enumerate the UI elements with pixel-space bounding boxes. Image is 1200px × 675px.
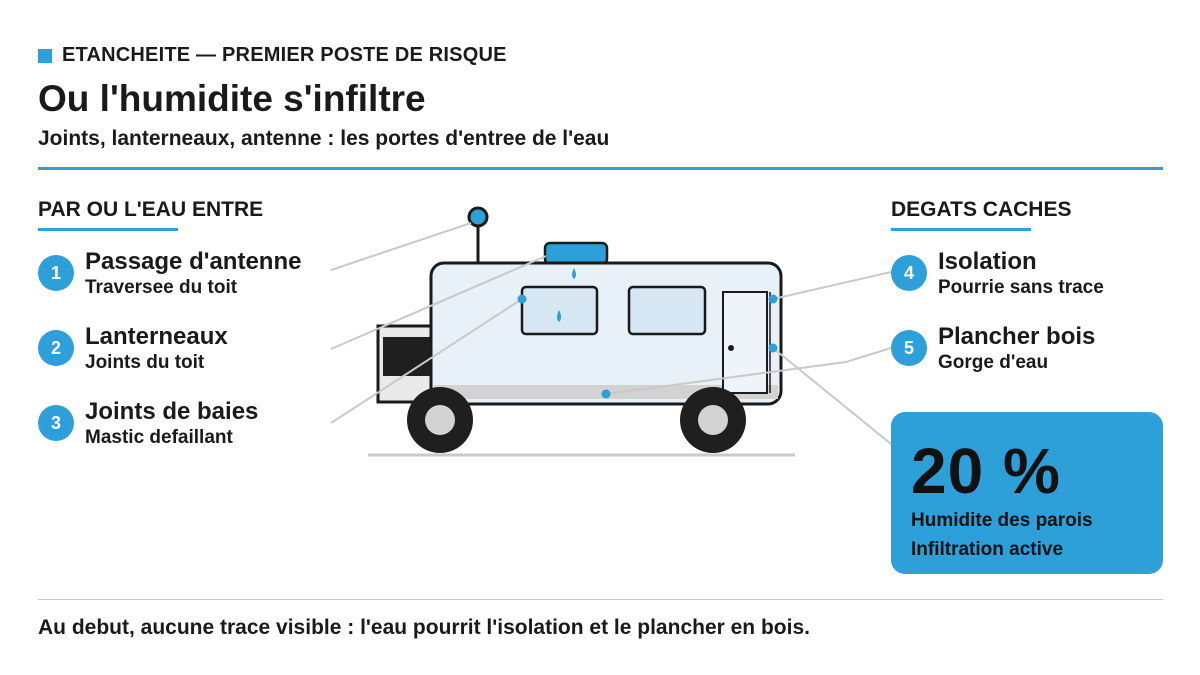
damage-detail: Pourrie sans trace — [938, 277, 1104, 298]
damage-label: Plancher bois — [938, 323, 1096, 350]
marker-dot — [601, 389, 611, 399]
window-left — [520, 285, 599, 336]
left-section-underline — [38, 228, 178, 231]
marker-dot — [517, 294, 527, 304]
footer-note: Au debut, aucune trace visible : l'eau p… — [38, 616, 810, 639]
right-section-underline — [891, 228, 1031, 231]
damage-detail: Gorge d'eau — [938, 352, 1049, 373]
entry-point-3: 3 Joints de baies Mastic defaillant — [38, 398, 258, 450]
damage-label: Isolation — [938, 248, 1037, 275]
leader-line-callout — [772, 347, 892, 445]
leader-line-3 — [330, 298, 523, 424]
entry-point-detail: Traversee du toit — [85, 277, 238, 298]
marker-dot — [768, 294, 778, 304]
header-divider — [38, 167, 1163, 170]
number-badge: 4 — [891, 255, 927, 291]
entry-point-label: Joints de baies — [85, 398, 259, 425]
page-subtitle: Joints, lanterneaux, antenne : les porte… — [38, 127, 610, 150]
entry-point-detail: Joints du toit — [85, 352, 205, 373]
damage-item-4: 4 Isolation Pourrie sans trace — [891, 248, 1104, 300]
leader-line-4 — [772, 271, 892, 300]
skylight-icon — [543, 241, 609, 266]
window-right — [627, 285, 707, 336]
stat-value: 20 % — [911, 435, 1061, 507]
left-section-title: PAR OU L'EAU ENTRE — [38, 198, 263, 231]
stat-label-1: Humidite des parois — [911, 510, 1093, 531]
stat-callout: 20 % Humidite des parois Infiltration ac… — [891, 412, 1163, 574]
water-drop-icon — [572, 268, 576, 279]
entry-point-1: 1 Passage d'antenne Traversee du toit — [38, 248, 301, 300]
footer-divider — [38, 599, 1163, 600]
number-badge: 3 — [38, 405, 74, 441]
right-section-title-text: DEGATS CACHES — [891, 198, 1072, 221]
kicker-text: ETANCHEITE — PREMIER POSTE DE RISQUE — [62, 44, 507, 66]
kicker-square-icon — [38, 48, 52, 63]
number-badge: 2 — [38, 330, 74, 366]
leader-line-2 — [330, 255, 547, 350]
number-badge: 5 — [891, 330, 927, 366]
left-section-title-text: PAR OU L'EAU ENTRE — [38, 198, 264, 221]
front-hub — [425, 405, 455, 435]
entry-point-detail: Mastic defaillant — [85, 427, 233, 448]
entry-point-2: 2 Lanterneaux Joints du toit — [38, 323, 228, 375]
number-badge: 1 — [38, 255, 74, 291]
right-section-title: DEGATS CACHES — [891, 198, 1071, 231]
kicker: ETANCHEITE — PREMIER POSTE DE RISQUE — [38, 44, 507, 67]
door-handle — [728, 345, 734, 351]
entry-point-label: Lanterneaux — [85, 323, 228, 350]
entry-point-label: Passage d'antenne — [85, 248, 302, 275]
stat-label-2: Infiltration active — [911, 539, 1064, 560]
page-title: Ou l'humidite s'infiltre — [38, 78, 426, 119]
damage-item-5: 5 Plancher bois Gorge d'eau — [891, 323, 1095, 375]
cab-windshield — [383, 337, 432, 376]
rear-hub — [698, 405, 728, 435]
leader-line-5 — [605, 347, 892, 395]
marker-dot — [768, 343, 778, 353]
antenna-icon — [467, 206, 489, 228]
water-drop-icon — [557, 310, 561, 322]
leader-line-1 — [330, 222, 472, 271]
